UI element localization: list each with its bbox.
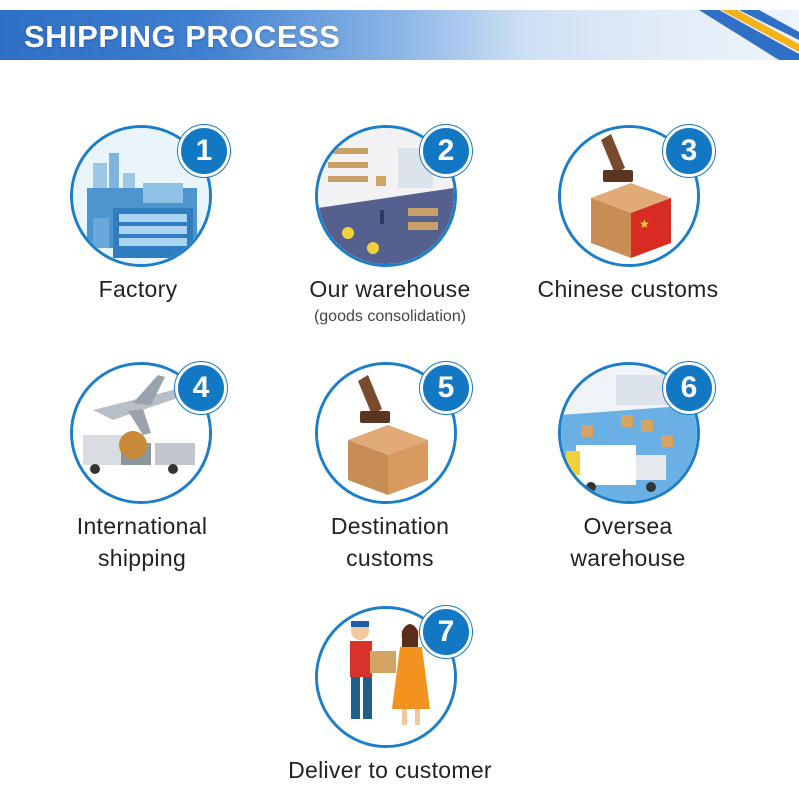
step-international-shipping: 4 International shipping xyxy=(22,362,262,582)
banner-stripes-decoration xyxy=(699,10,799,60)
step-4-circle: 4 xyxy=(70,362,227,512)
step-label: Chinese customs xyxy=(537,276,719,302)
step-number-badge: 3 xyxy=(663,125,715,177)
step-number-badge: 7 xyxy=(420,606,472,658)
step-5-circle: 5 xyxy=(315,362,472,512)
warehouse-icon xyxy=(318,128,454,264)
step-factory: 1 Factory xyxy=(18,125,258,325)
step-number-badge: 6 xyxy=(663,362,715,414)
step-label: Deliver to customer xyxy=(288,757,492,783)
step-oversea-warehouse: 6 Oversea warehouse xyxy=(508,362,748,582)
step-label-line1: Destination xyxy=(330,513,450,539)
page-title: SHIPPING PROCESS xyxy=(24,19,341,54)
step-1-circle: 1 xyxy=(70,125,230,275)
step-6-circle: 6 xyxy=(558,362,715,512)
step-label-line2: customs xyxy=(346,545,434,571)
step-sublabel: (goods consolidation) xyxy=(313,308,467,325)
step-our-warehouse: 2 Our warehouse (goods consolidation) xyxy=(270,125,510,335)
step-number-badge: 4 xyxy=(175,362,227,414)
step-label: Our warehouse xyxy=(309,276,471,302)
step-label-line1: International xyxy=(76,513,208,539)
svg-text:★: ★ xyxy=(639,217,650,231)
step-deliver-to-customer: 7 Deliver to customer xyxy=(270,606,510,796)
step-destination-customs: 5 Destination customs xyxy=(270,362,510,582)
step-number-badge: 5 xyxy=(420,362,472,414)
step-label: Factory xyxy=(98,276,178,302)
step-number-badge: 1 xyxy=(178,125,230,177)
step-chinese-customs: ★ 3 Chinese customs xyxy=(508,125,748,325)
step-3-circle: ★ 3 xyxy=(558,125,715,275)
step-label-line2: shipping xyxy=(97,545,187,571)
delivery-people-icon xyxy=(318,609,454,745)
step-number-badge: 2 xyxy=(420,125,472,177)
step-label-line2: warehouse xyxy=(570,545,686,571)
step-7-circle: 7 xyxy=(315,606,472,756)
step-2-circle: 2 xyxy=(315,125,472,275)
step-label-line1: Oversea xyxy=(583,513,673,539)
header-banner: SHIPPING PROCESS xyxy=(0,10,799,60)
